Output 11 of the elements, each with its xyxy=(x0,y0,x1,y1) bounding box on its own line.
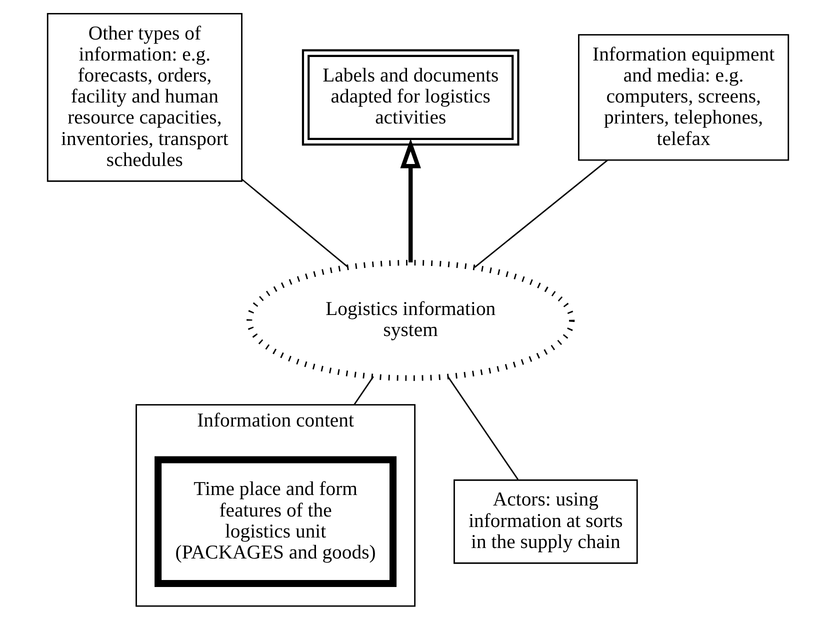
connector xyxy=(354,376,374,406)
arrow xyxy=(400,138,421,262)
connector xyxy=(447,376,519,480)
connector xyxy=(241,178,349,268)
node-box: Time place and form features of the logistics unit (PACKAGES and goods) xyxy=(154,456,397,588)
node-box: Information equipment and media: e.g. computers, screens, printers, telephones, telefax xyxy=(578,34,790,161)
node-box: Other types of information: e.g. forecasts, orders, facility and human resource capacities, inventories, transport schedules xyxy=(46,13,242,182)
node-box: Actors: using information at sorts in the supply chain xyxy=(454,479,638,564)
connector xyxy=(474,160,608,268)
node-box: Labels and documents adapted for logistics activities xyxy=(302,49,520,146)
node-ellipse: Logistics information system xyxy=(246,260,575,381)
